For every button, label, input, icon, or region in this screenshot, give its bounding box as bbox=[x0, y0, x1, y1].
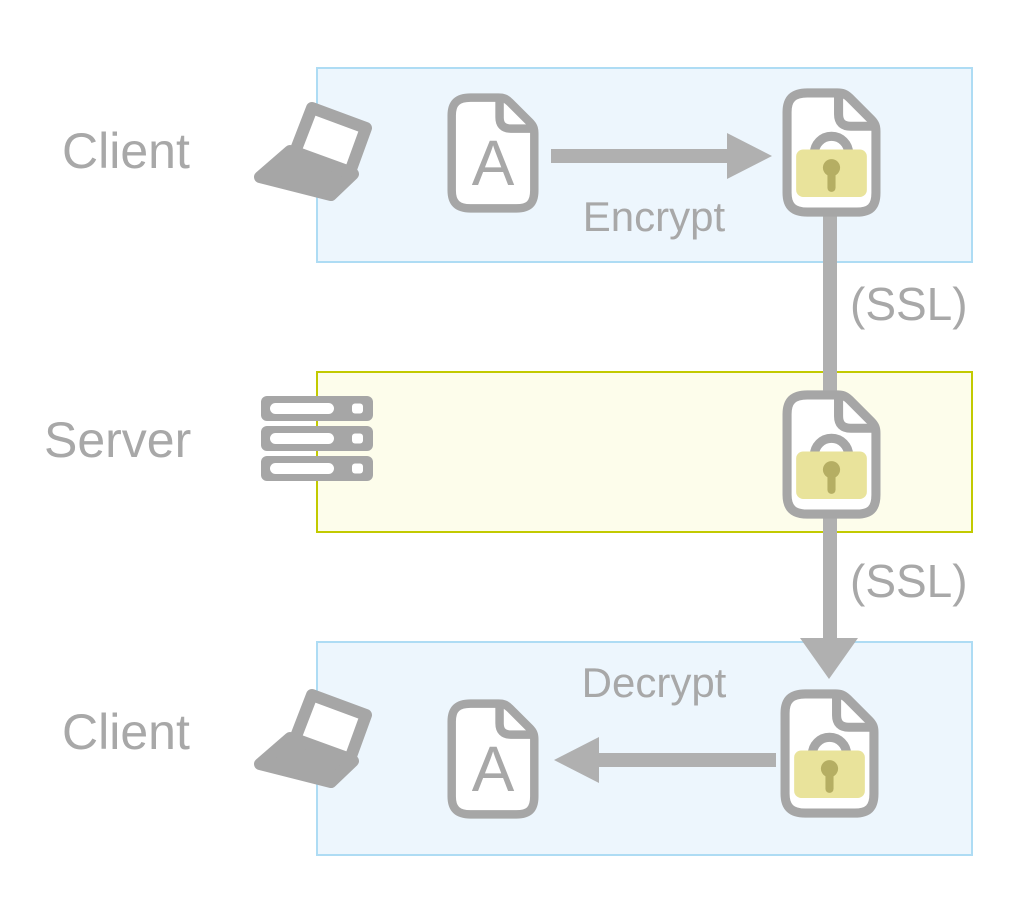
locked-document-icon bbox=[780, 689, 879, 818]
arrow-right-icon bbox=[727, 133, 772, 179]
arrow-down-icon bbox=[800, 638, 858, 679]
client-label-top: Client bbox=[62, 123, 190, 179]
document-icon: A bbox=[447, 93, 539, 213]
locked-document-icon bbox=[782, 88, 881, 217]
laptop-icon bbox=[254, 102, 372, 201]
encrypt-label: Encrypt bbox=[582, 193, 726, 240]
server-icon bbox=[261, 396, 373, 481]
laptop-icon bbox=[254, 689, 372, 788]
decrypt-label: Decrypt bbox=[581, 659, 727, 706]
ssl-label-top: (SSL) bbox=[850, 278, 968, 330]
padlock-icon bbox=[794, 732, 865, 798]
ssl-label-bottom: (SSL) bbox=[850, 555, 968, 607]
document-letter: A bbox=[472, 127, 515, 199]
locked-document-icon bbox=[782, 390, 881, 519]
padlock-icon bbox=[796, 131, 867, 197]
client-label-bottom: Client bbox=[62, 704, 190, 760]
decrypt-arrow bbox=[554, 737, 776, 783]
server-label: Server bbox=[44, 412, 192, 468]
padlock-icon bbox=[796, 433, 867, 499]
encrypt-arrow bbox=[551, 133, 772, 179]
document-icon: A bbox=[447, 699, 539, 819]
ssl-connector-bottom bbox=[800, 508, 858, 679]
document-letter: A bbox=[472, 733, 515, 805]
arrow-left-icon bbox=[554, 737, 599, 783]
ssl-connector-top bbox=[823, 213, 837, 405]
